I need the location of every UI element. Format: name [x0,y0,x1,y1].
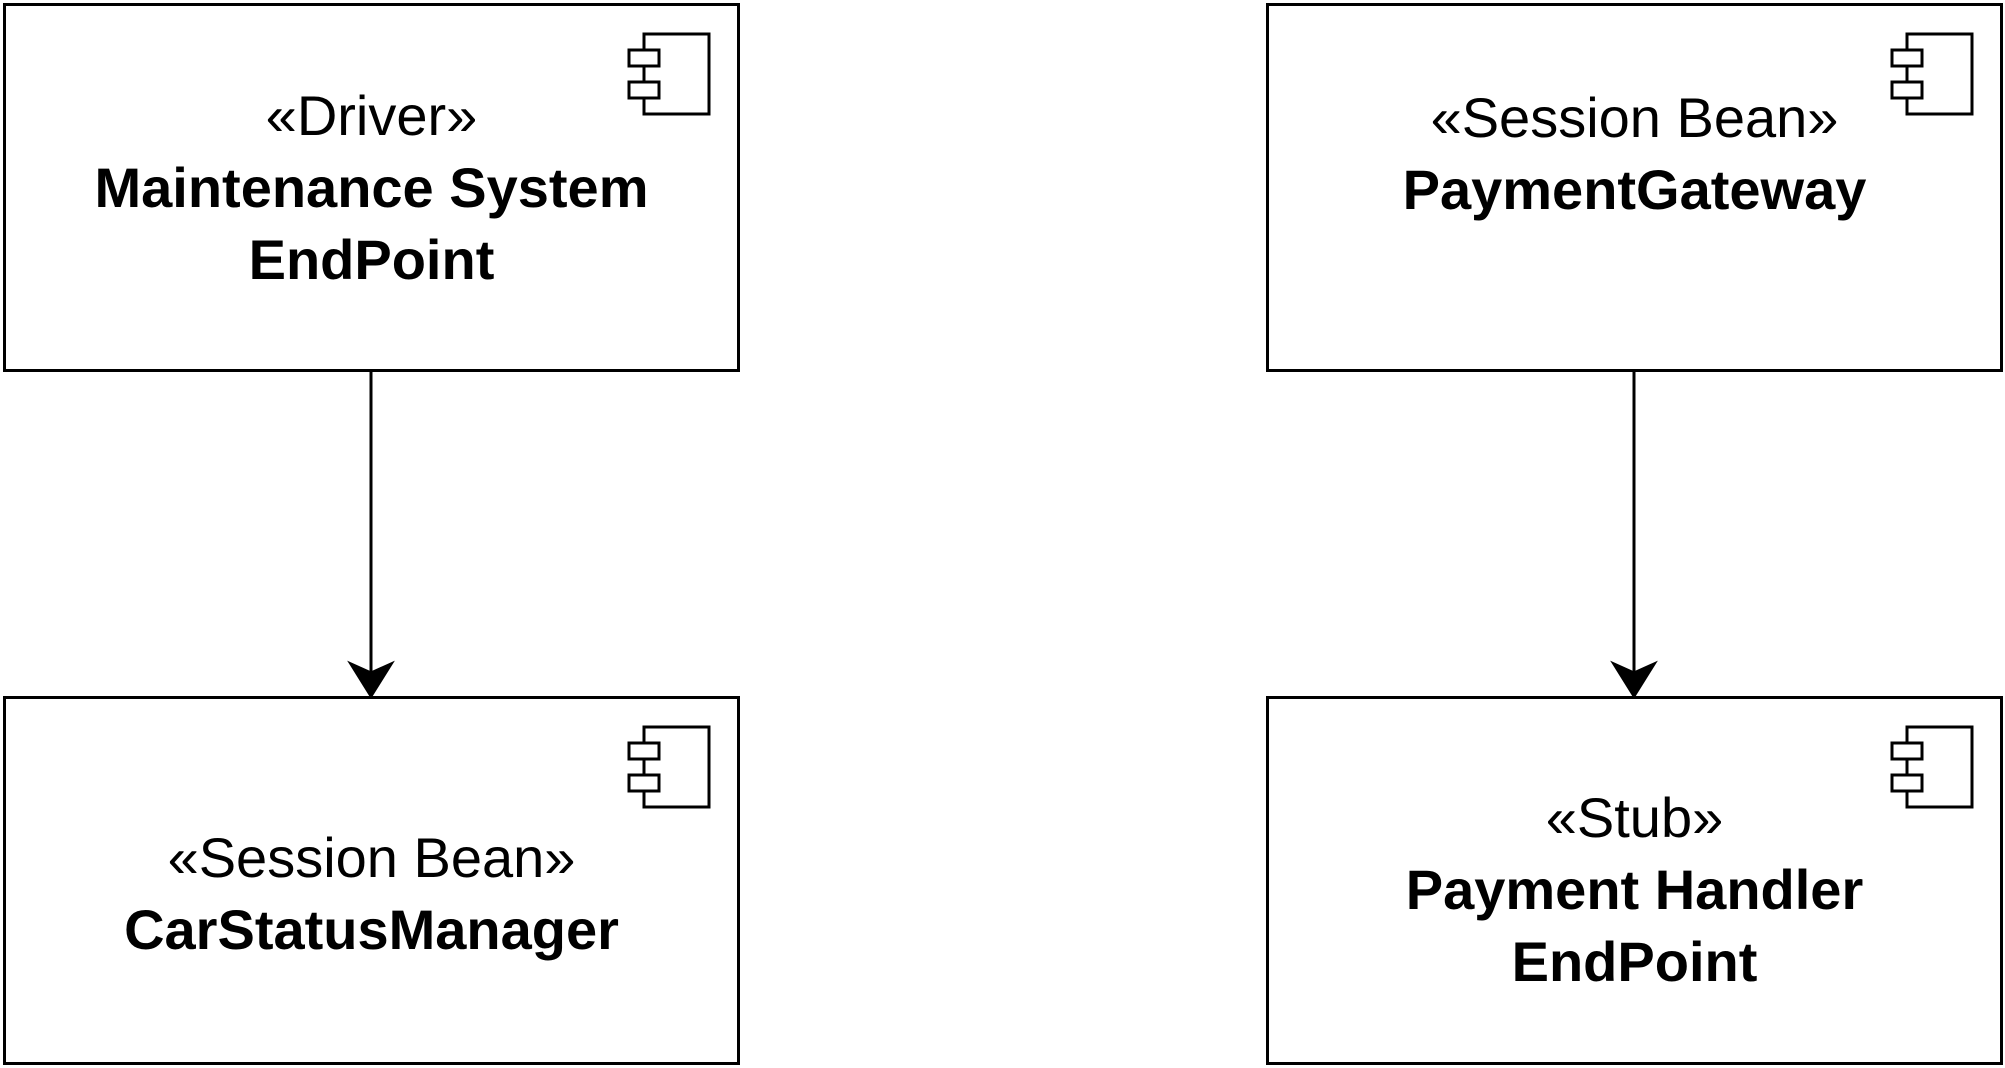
component-name: CarStatusManager [124,898,619,961]
dependency-arrow-maintenance-to-carstatus [347,372,395,699]
component-text: «Session Bean» CarStatusManager [124,822,619,966]
arrowhead [1610,660,1658,699]
dependency-arrow-paymentgateway-to-paymenthandler [1610,372,1658,699]
stereotype-label: «Stub» [1545,785,1724,849]
stereotype-label: «Session Bean» [167,826,576,889]
component-icon [1890,725,1974,809]
component-icon [627,32,711,116]
component-name: PaymentGateway [1402,158,1867,221]
component-text: «Driver» Maintenance System EndPoint [95,80,649,296]
stereotype-label: «Driver» [265,83,478,147]
component-name: Payment Handler EndPoint [1405,857,1864,993]
arrowhead [347,660,395,699]
component-text: «Stub» Payment Handler EndPoint [1406,782,1864,998]
component-name: Maintenance System EndPoint [94,155,649,291]
component-icon [627,725,711,809]
stereotype-label: «Session Bean» [1430,86,1839,149]
component-text: «Session Bean» PaymentGateway [1403,82,1867,226]
component-maintenance-system-endpoint[interactable]: «Driver» Maintenance System EndPoint [3,3,740,372]
component-payment-gateway[interactable]: «Session Bean» PaymentGateway [1266,3,2003,372]
component-payment-handler-endpoint[interactable]: «Stub» Payment Handler EndPoint [1266,696,2003,1065]
component-icon [1890,32,1974,116]
component-car-status-manager[interactable]: «Session Bean» CarStatusManager [3,696,740,1065]
